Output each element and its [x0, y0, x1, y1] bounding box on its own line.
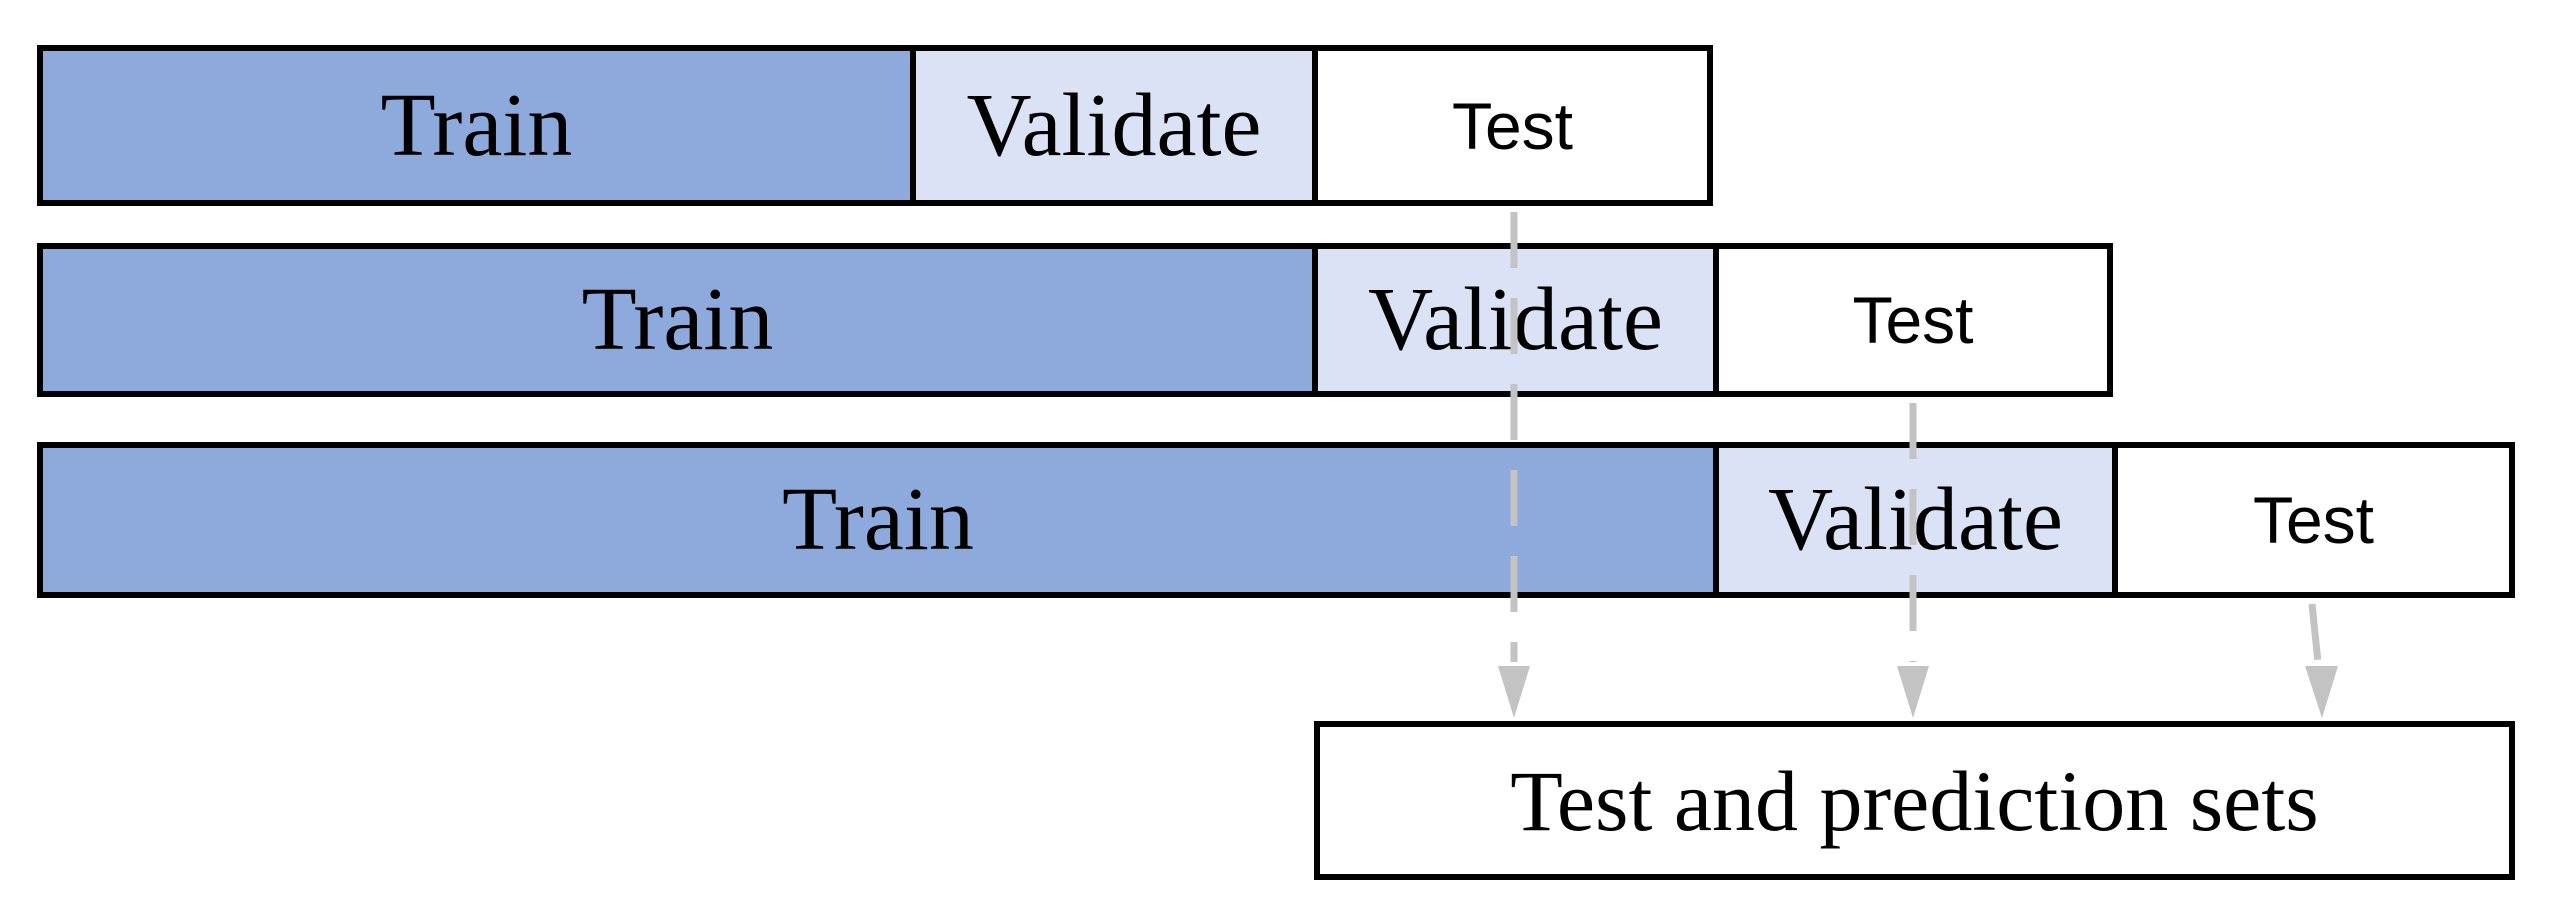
fold2-test-label: Test	[1852, 283, 1974, 357]
fold1-test-block: Test	[1312, 51, 1707, 200]
fold2-validate-label: Validate	[1368, 270, 1663, 369]
fold2-train-label: Train	[581, 270, 774, 369]
fold3-train-label: Train	[782, 470, 974, 569]
fold3-train-block: Train	[43, 448, 1713, 592]
cv-fold-row-2: Train Validate Test	[37, 243, 2113, 397]
cv-fold-row-3: Train Validate Test	[37, 442, 2515, 598]
fold2-train-block: Train	[43, 249, 1312, 391]
fold1-train-block: Train	[43, 51, 910, 200]
fold2-validate-block: Validate	[1312, 249, 1713, 391]
fold3-validate-block: Validate	[1713, 448, 2112, 592]
output-box: Test and prediction sets	[1314, 721, 2515, 880]
output-box-label: Test and prediction sets	[1510, 752, 2319, 849]
fold3-test-block: Test	[2112, 448, 2509, 592]
fold1-validate-block: Validate	[910, 51, 1312, 200]
fold3-test-label: Test	[2252, 483, 2375, 557]
fold1-test-label: Test	[1451, 88, 1574, 163]
dashed-arrow-fold3-test-to-output	[2305, 603, 2338, 718]
fold3-validate-label: Validate	[1768, 470, 2063, 569]
cv-fold-row-1: Train Validate Test	[37, 45, 1713, 206]
fold1-train-label: Train	[380, 75, 573, 175]
fold2-test-block: Test	[1713, 249, 2107, 391]
fold1-validate-label: Validate	[966, 75, 1262, 175]
